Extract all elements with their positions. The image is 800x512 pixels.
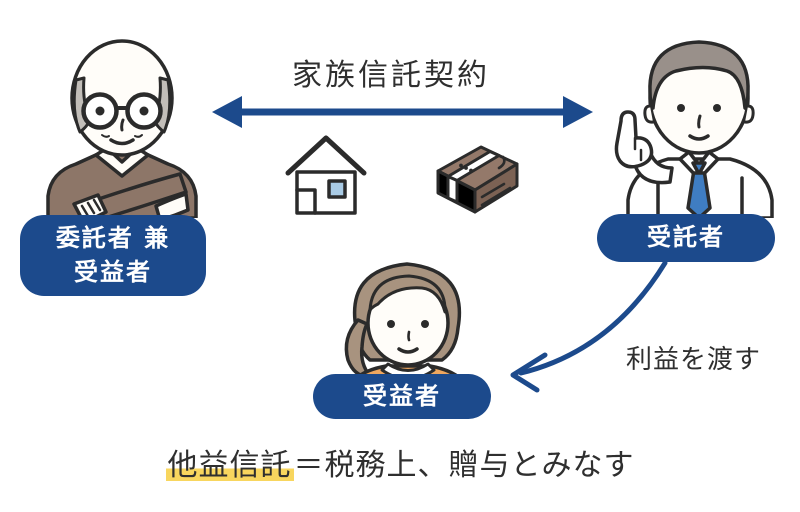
elderly-man-illustration	[46, 39, 198, 218]
footnote-rest: ＝税務上、贈与とみなす	[293, 448, 635, 483]
beneficiary-badge-label: 受益者	[363, 381, 441, 410]
young-woman-illustration	[344, 262, 472, 394]
profit-transfer-label: 利益を渡す	[626, 345, 762, 375]
beneficiary-badge: 受益者	[313, 374, 491, 419]
house-icon	[285, 135, 367, 215]
double-headed-arrow-icon	[212, 96, 593, 128]
tax-footnote: 他益信託＝税務上、贈与とみなす	[0, 440, 800, 484]
money-stack-icon	[436, 145, 519, 214]
trustee-badge: 受託者	[597, 214, 775, 262]
businessman-illustration	[614, 40, 774, 218]
settlor-badge-line2: 受益者	[74, 257, 152, 286]
settlor-beneficiary-badge: 委託者 兼 受益者	[20, 215, 206, 296]
contract-title: 家族信託契約	[292, 58, 490, 93]
settlor-badge-line1: 委託者 兼	[55, 223, 171, 252]
trustee-badge-label: 受託者	[647, 223, 725, 252]
footnote-highlighted-term: 他益信託	[165, 448, 294, 483]
curved-arrow-icon	[510, 260, 668, 393]
